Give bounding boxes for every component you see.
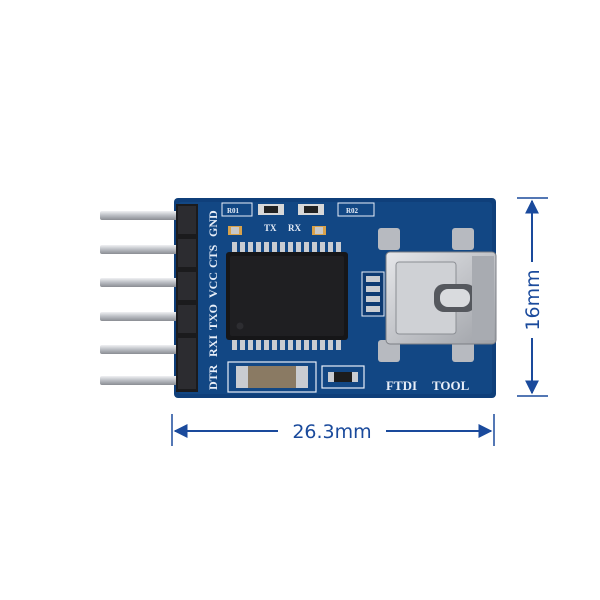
brand-label: FTDI xyxy=(386,378,417,393)
width-label: 26.3mm xyxy=(292,421,371,443)
svg-text:R02: R02 xyxy=(346,207,359,215)
resistor-array xyxy=(361,271,385,317)
pin-label-cts: CTS xyxy=(206,244,220,268)
pin-label-gnd: GND xyxy=(206,210,220,237)
pin-label-txo: TXO xyxy=(206,304,220,330)
width-dimension: 26.3mm xyxy=(171,414,495,446)
height-dimension: 16mm xyxy=(517,197,548,397)
top-smd-row: R01 R02 TX RX xyxy=(221,202,375,235)
svg-text:R01: R01 xyxy=(227,207,240,215)
rx-label: RX xyxy=(288,223,301,233)
bottom-components xyxy=(227,361,365,393)
tool-label: TOOL xyxy=(432,378,470,393)
pin-label-rxi: RXI xyxy=(206,335,220,357)
tx-label: TX xyxy=(264,223,277,233)
pin-label-dtr: DTR xyxy=(206,364,220,390)
height-label: 16mm xyxy=(522,269,544,330)
header-pins xyxy=(100,211,192,385)
mini-usb-connector xyxy=(378,228,497,362)
pin-label-vcc: VCC xyxy=(206,272,220,298)
ftdi-ic-chip xyxy=(226,242,348,350)
